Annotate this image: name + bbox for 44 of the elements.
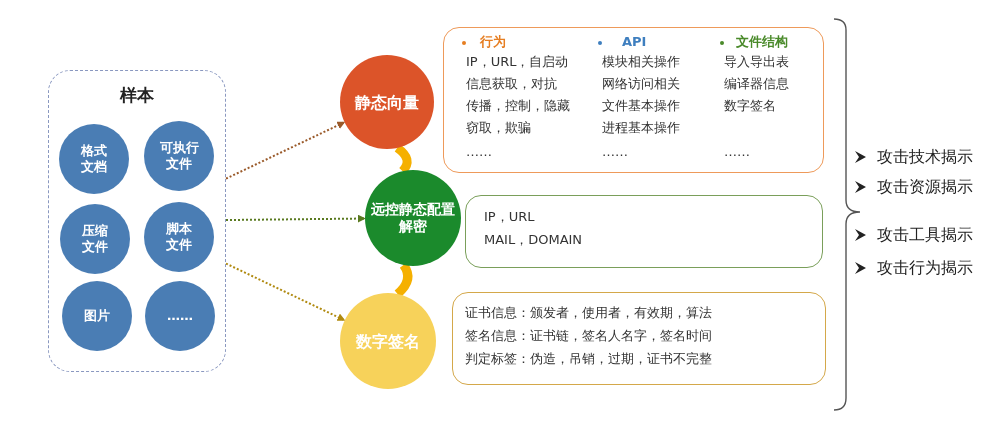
list-item: 传播，控制，隐藏 bbox=[466, 98, 570, 114]
list-item: 窃取，欺骗 bbox=[466, 120, 531, 136]
group-title: 样本 bbox=[119, 85, 155, 105]
category-circle: 格式文档 bbox=[59, 124, 129, 194]
sample-group-box bbox=[48, 70, 226, 372]
info-box bbox=[465, 195, 823, 268]
list-item: IP，URL，自启动 bbox=[466, 54, 569, 70]
list-item: MAIL，DOMAIN bbox=[484, 232, 583, 248]
arrow bbox=[225, 214, 366, 223]
column-heading: 文件结构 bbox=[736, 34, 788, 50]
list-item: 编译器信息 bbox=[724, 76, 789, 92]
info-box bbox=[452, 292, 826, 385]
conclusion-text: 攻击资源揭示 bbox=[877, 177, 973, 197]
category-circle: …… bbox=[145, 281, 215, 351]
list-item: …… bbox=[724, 144, 750, 160]
category-circle: 压缩文件 bbox=[60, 204, 130, 274]
list-item: …… bbox=[602, 144, 628, 160]
list-item: 导入导出表 bbox=[724, 54, 789, 70]
list-item: 数字签名 bbox=[724, 98, 776, 114]
conclusion-text: 攻击技术揭示 bbox=[877, 147, 973, 167]
category-circle: 图片 bbox=[62, 281, 132, 351]
conclusion-text: 攻击工具揭示 bbox=[877, 225, 973, 245]
category-circle: 脚本文件 bbox=[144, 202, 214, 272]
list-item: 签名信息：证书链，签名人名字，签名时间 bbox=[465, 328, 712, 344]
connector-band bbox=[394, 262, 413, 298]
list-item: …… bbox=[466, 144, 492, 160]
list-item: 进程基本操作 bbox=[602, 120, 680, 136]
conclusion-text: 攻击行为揭示 bbox=[877, 258, 973, 278]
list-item: 文件基本操作 bbox=[602, 98, 680, 114]
column-heading: 行为 bbox=[480, 34, 506, 50]
list-item: 判定标签：伪造，吊销，过期，证书不完整 bbox=[465, 351, 712, 367]
list-item: 模块相关操作 bbox=[602, 54, 680, 70]
list-item: IP，URL bbox=[484, 209, 535, 225]
category-circle: 静态向量 bbox=[340, 55, 434, 149]
category-circle: 远控静态配置解密 bbox=[365, 170, 461, 266]
info-box bbox=[443, 27, 824, 173]
arrow bbox=[225, 262, 346, 322]
arrow bbox=[225, 121, 346, 180]
list-item: 信息获取，对抗 bbox=[466, 76, 557, 92]
category-circle: 数字签名 bbox=[340, 293, 436, 389]
category-circle: 可执行文件 bbox=[144, 121, 214, 191]
list-item: 证书信息：颁发者，使用者，有效期，算法 bbox=[465, 305, 712, 321]
column-heading: API bbox=[622, 34, 647, 50]
list-item: 网络访问相关 bbox=[602, 76, 680, 92]
